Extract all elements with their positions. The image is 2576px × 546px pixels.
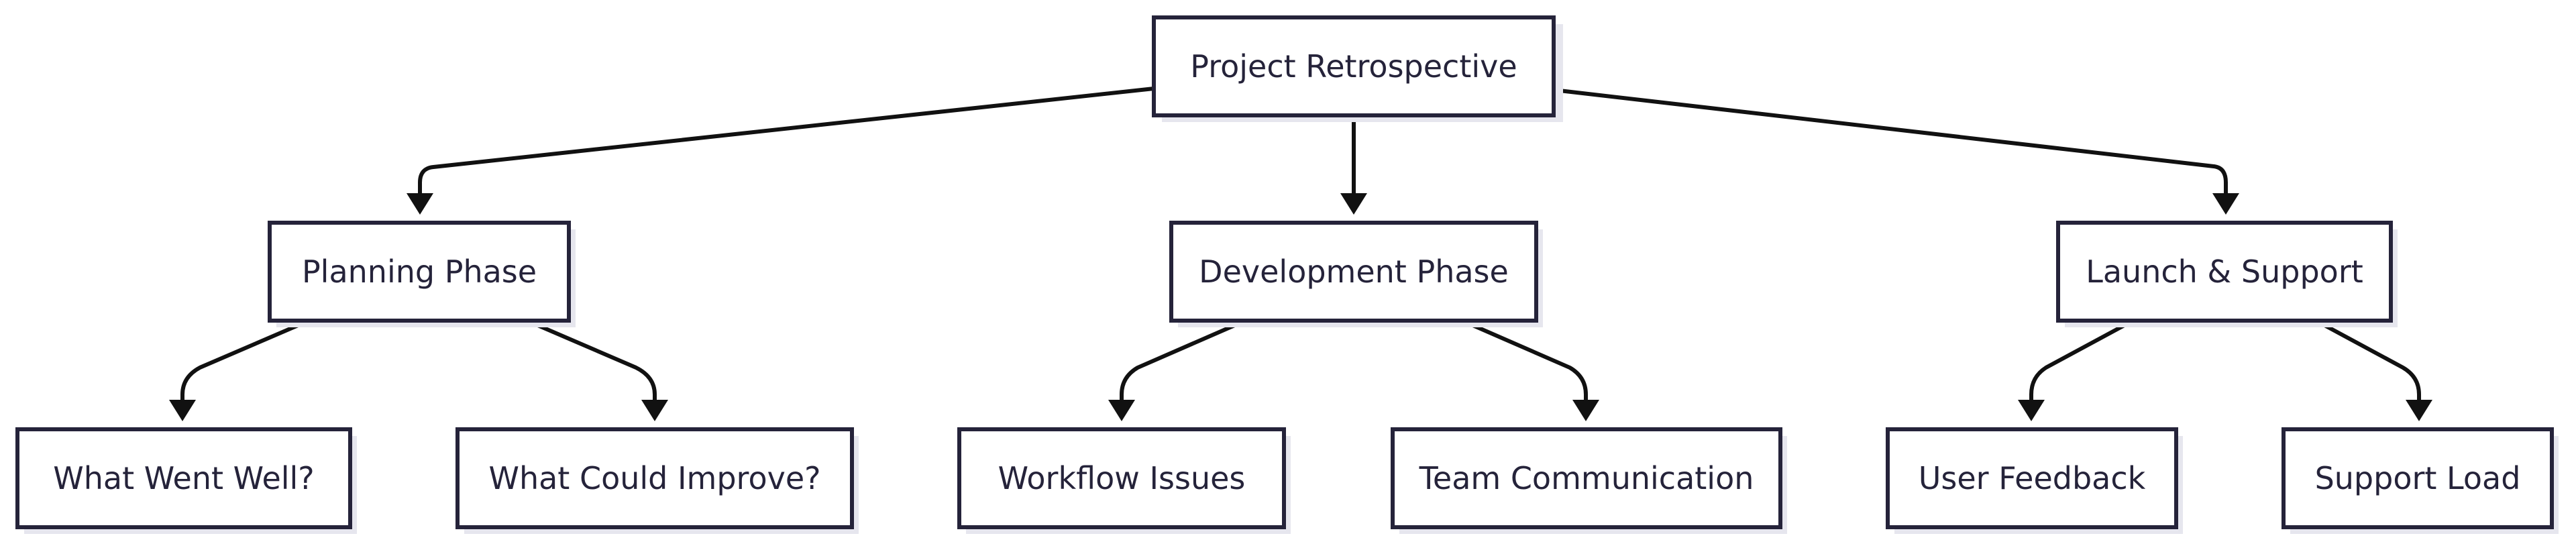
arrowhead-launch-support: [2406, 400, 2432, 421]
phase-node-launch-label: Launch & Support: [2086, 254, 2363, 290]
edge-planning-well: [180, 320, 307, 404]
phase-node-development[interactable]: Development Phase: [1169, 221, 1543, 327]
edge-root-launch: [1553, 88, 2228, 197]
leaf-node-what-could-improve-label: What Could Improve?: [488, 460, 820, 496]
leaf-node-what-went-well[interactable]: What Went Well?: [15, 427, 357, 534]
arrowhead-root-planning: [407, 193, 433, 215]
leaf-node-user-feedback-label: User Feedback: [1919, 460, 2146, 496]
leaf-node-team-communication[interactable]: Team Communication: [1391, 427, 1787, 534]
edges: [169, 87, 2432, 421]
arrowhead-planning-improve: [641, 400, 668, 421]
phase-node-development-label: Development Phase: [1199, 254, 1509, 290]
leaf-node-what-could-improve[interactable]: What Could Improve?: [455, 427, 859, 534]
edge-development-workflow: [1120, 320, 1244, 404]
arrowhead-planning-well: [169, 400, 196, 421]
edge-planning-improve: [529, 320, 657, 404]
arrowhead-development-workflow: [1108, 400, 1135, 421]
root-node-label: Project Retrospective: [1190, 48, 1517, 85]
leaf-node-workflow-issues-label: Workflow Issues: [998, 460, 1246, 496]
leaf-node-support-load-label: Support Load: [2315, 460, 2521, 496]
leaf-node-workflow-issues[interactable]: Workflow Issues: [957, 427, 1291, 534]
arrowhead-launch-feedback: [2018, 400, 2045, 421]
edge-root-planning: [418, 87, 1155, 197]
leaf-node-user-feedback[interactable]: User Feedback: [1886, 427, 2183, 534]
edge-development-communication: [1464, 320, 1588, 404]
arrowhead-root-development: [1340, 193, 1367, 215]
arrowhead-development-communication: [1572, 400, 1599, 421]
phase-node-launch[interactable]: Launch & Support: [2056, 221, 2398, 327]
edge-launch-feedback: [2029, 320, 2132, 404]
edge-launch-support: [2317, 320, 2421, 404]
phase-node-planning[interactable]: Planning Phase: [268, 221, 576, 327]
phase-node-planning-label: Planning Phase: [302, 254, 537, 290]
leaf-node-what-went-well-label: What Went Well?: [53, 460, 314, 496]
root-node[interactable]: Project Retrospective: [1152, 15, 1563, 122]
leaf-node-support-load[interactable]: Support Load: [2282, 427, 2559, 534]
leaf-node-team-communication-label: Team Communication: [1419, 460, 1754, 496]
arrowhead-root-launch: [2212, 193, 2239, 215]
